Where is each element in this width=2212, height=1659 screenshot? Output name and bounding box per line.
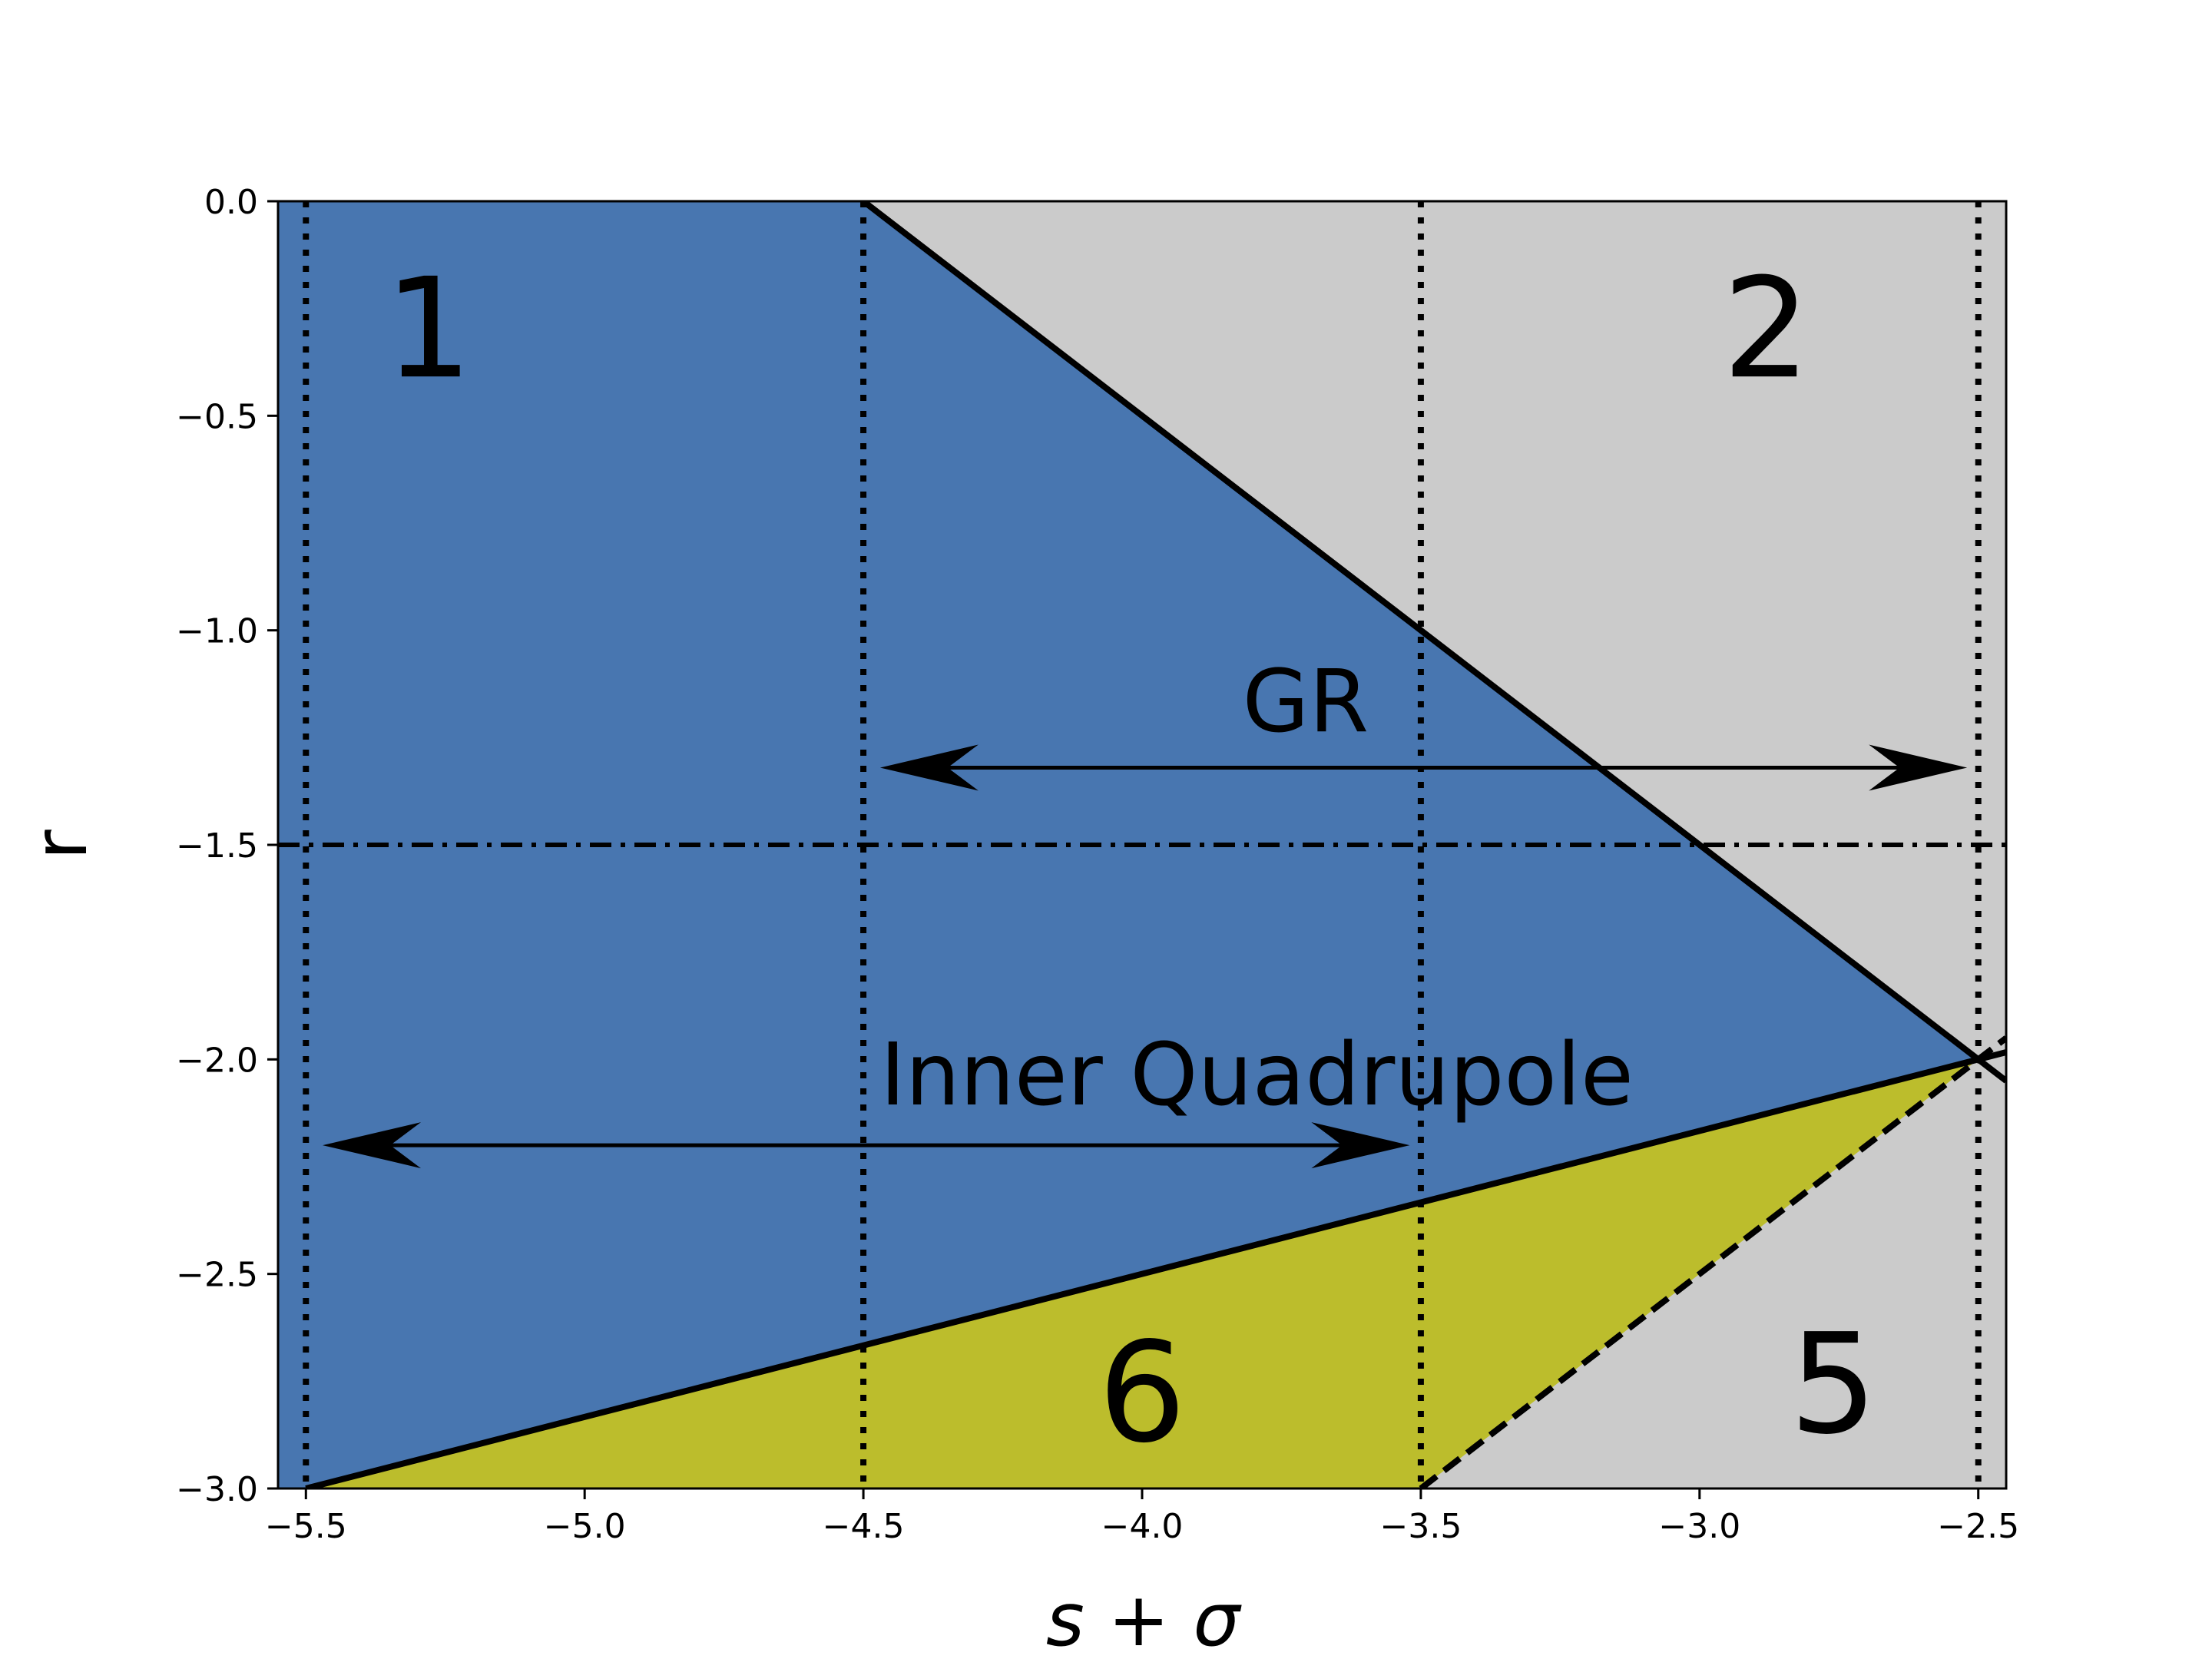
x-tick-label: −4.5 (823, 1507, 905, 1546)
annotation-label: Inner Quadrupole (880, 1025, 1634, 1125)
y-tick-label: 0.0 (204, 183, 258, 222)
region-label: 2 (1723, 249, 1811, 409)
y-tick-label: −2.0 (176, 1041, 258, 1080)
annotation-arrow-head-left (879, 744, 979, 791)
plot-content (278, 201, 2006, 1488)
region-label: 1 (385, 249, 473, 409)
y-tick-label: −1.5 (176, 826, 258, 866)
x-tick-label: −3.5 (1379, 1507, 1462, 1546)
x-axis-ticks: −5.5 −5.0 −4.5 −4.0 −3.5 −3.0 −2.5 (265, 1488, 2019, 1546)
solid-line (305, 1049, 2006, 1488)
plot-area: GR Inner Quadrupole 1 2 6 5 (276, 200, 2008, 1490)
x-tick-label: −3.0 (1658, 1507, 1740, 1546)
y-axis-ticks: 0.0 −0.5 −1.0 −1.5 −2.0 −2.5 −3.0 (176, 183, 278, 1509)
y-tick-label: −3.0 (176, 1470, 258, 1509)
y-axis-label: r (18, 830, 104, 860)
annotation-label: GR (1243, 652, 1369, 752)
dashed-line (1419, 1035, 2006, 1488)
x-tick-label: −4.0 (1101, 1507, 1184, 1546)
solid-line (861, 201, 2006, 1084)
x-tick-label: −5.0 (544, 1507, 626, 1546)
x-axis-label: s + σ (1046, 1577, 1242, 1659)
x-tick-label: −5.5 (265, 1507, 347, 1546)
annotation-arrow-head-right (1311, 1122, 1410, 1169)
annotation-arrow-head-right (1869, 744, 1968, 791)
region-label: 5 (1790, 1304, 1878, 1465)
y-tick-label: −0.5 (176, 397, 258, 436)
y-tick-label: −1.0 (176, 612, 258, 651)
annotation-arrow-head-left (323, 1122, 422, 1169)
y-tick-label: −2.5 (176, 1256, 258, 1295)
x-tick-label: −2.5 (1937, 1507, 2019, 1546)
region-label: 6 (1098, 1313, 1187, 1474)
